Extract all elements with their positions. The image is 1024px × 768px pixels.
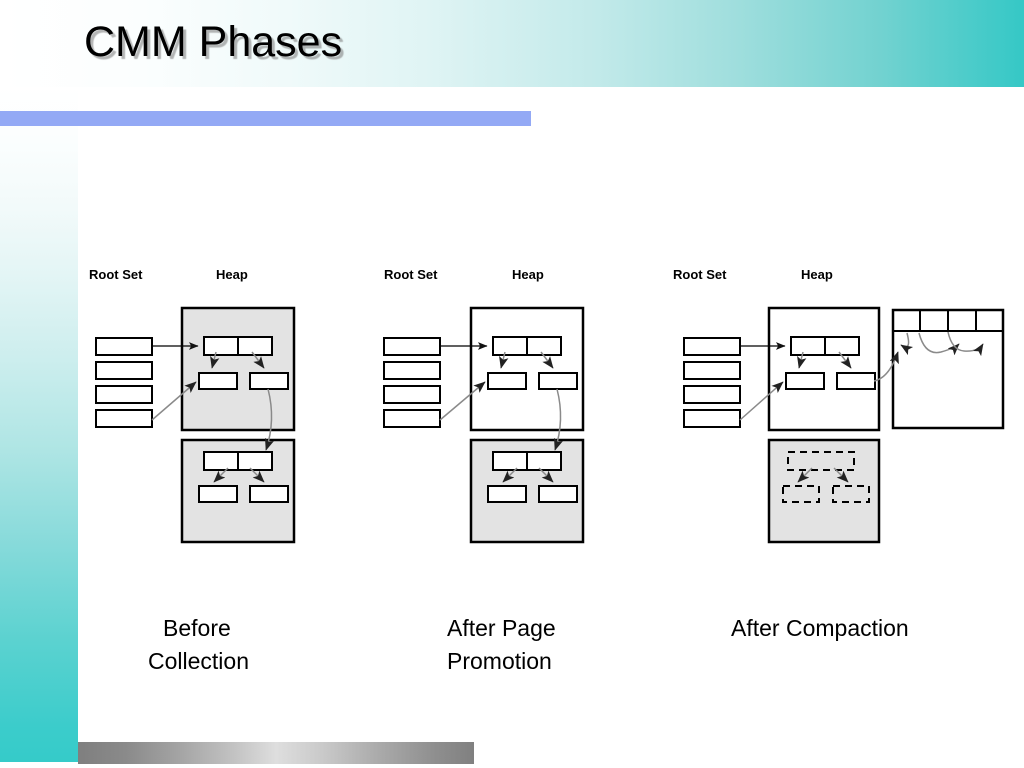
root-slot bbox=[95, 337, 153, 356]
root-pointer bbox=[439, 381, 486, 421]
heap-object-child bbox=[249, 372, 289, 390]
forwarding-pointer bbox=[947, 331, 984, 357]
cross-page-pointer bbox=[265, 388, 275, 451]
group-before-collection: Root Set Heap bbox=[89, 267, 296, 674]
forwarding-pointer bbox=[918, 332, 960, 356]
object-pointer bbox=[502, 467, 518, 483]
heap-object-child bbox=[785, 372, 825, 390]
heap-page-bottom bbox=[767, 438, 881, 544]
root-slot bbox=[683, 385, 741, 404]
object-pointer bbox=[833, 467, 849, 483]
heap-object-child bbox=[487, 485, 527, 503]
object-pointer bbox=[797, 467, 813, 483]
header-gradient-band bbox=[0, 0, 1024, 87]
root-slot bbox=[683, 361, 741, 380]
heap-page-top bbox=[180, 306, 296, 432]
group-caption-line2: Collection bbox=[148, 648, 249, 674]
root-set-label: Root Set bbox=[673, 267, 727, 282]
root-slot bbox=[95, 385, 153, 404]
object-pointer bbox=[797, 351, 807, 369]
heap-label: Heap bbox=[216, 267, 248, 282]
heap-page-top bbox=[767, 306, 881, 432]
heap-object-child bbox=[198, 372, 238, 390]
root-set-slots bbox=[683, 337, 741, 428]
cross-page-pointer bbox=[554, 388, 564, 451]
left-gradient-band bbox=[0, 87, 78, 762]
garbage-object-parent bbox=[787, 451, 855, 471]
group-caption-line1: After Page bbox=[447, 615, 556, 641]
group-caption-line1: Before bbox=[163, 615, 231, 641]
object-pointer bbox=[213, 467, 229, 483]
root-slot bbox=[383, 337, 441, 356]
root-slot bbox=[383, 385, 441, 404]
accent-bar bbox=[0, 111, 531, 126]
forwarding-pointer bbox=[900, 332, 914, 356]
root-slot bbox=[683, 409, 741, 428]
object-pointer bbox=[251, 351, 265, 369]
group-caption-line1: After Compaction bbox=[731, 615, 909, 641]
object-pointer bbox=[499, 351, 509, 369]
root-set-slots bbox=[383, 337, 441, 428]
object-pointer bbox=[249, 467, 265, 483]
root-set-label: Root Set bbox=[89, 267, 143, 282]
object-pointer bbox=[838, 351, 852, 369]
root-slot bbox=[95, 361, 153, 380]
root-pointer bbox=[739, 381, 784, 421]
object-pointer bbox=[538, 467, 554, 483]
root-set-label: Root Set bbox=[384, 267, 438, 282]
garbage-object-child bbox=[832, 485, 870, 503]
root-set-slots bbox=[95, 337, 153, 428]
group-caption-line2: Promotion bbox=[447, 648, 552, 674]
heap-page-top bbox=[469, 306, 585, 432]
root-slot bbox=[383, 409, 441, 428]
garbage-object-child bbox=[782, 485, 820, 503]
heap-label: Heap bbox=[801, 267, 833, 282]
root-pointer bbox=[151, 381, 197, 421]
object-pointer bbox=[210, 351, 220, 369]
object-pointer bbox=[540, 351, 554, 369]
bottom-gradient-bar bbox=[78, 742, 474, 764]
slide-title: CMM Phases bbox=[84, 18, 343, 66]
group-after-page-promotion: Root Set Heap bbox=[383, 267, 585, 674]
heap-object-child bbox=[198, 485, 238, 503]
root-slot bbox=[683, 337, 741, 356]
heap-label: Heap bbox=[512, 267, 544, 282]
heap-object-child bbox=[249, 485, 289, 503]
heap-object-child bbox=[836, 372, 876, 390]
root-slot bbox=[95, 409, 153, 428]
heap-object-child bbox=[487, 372, 527, 390]
group-after-compaction: Root Set Heap bbox=[673, 267, 1005, 641]
heap-object-child bbox=[538, 372, 578, 390]
root-slot bbox=[383, 361, 441, 380]
compaction-pointer bbox=[873, 351, 899, 382]
heap-object-child bbox=[538, 485, 578, 503]
